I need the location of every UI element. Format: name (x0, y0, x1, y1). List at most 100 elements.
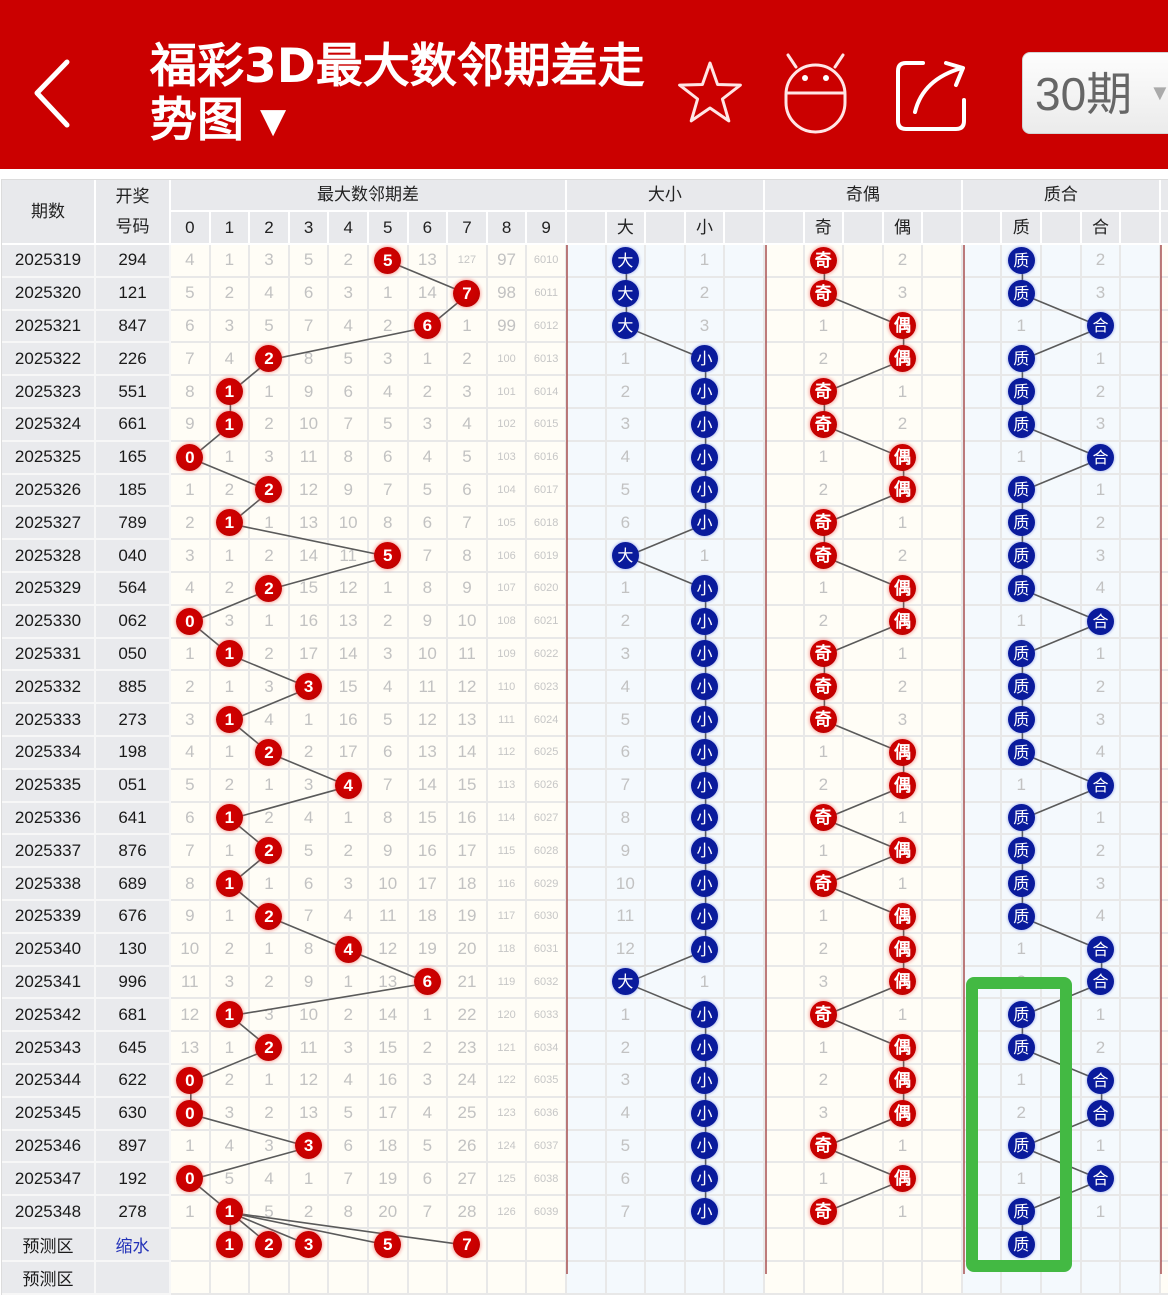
page-title-line-2-row: 势图▼ (150, 94, 645, 148)
prediction-diff-cell[interactable] (408, 1228, 449, 1262)
empty-cell[interactable] (487, 1261, 528, 1295)
prime-cell: 质 (1002, 376, 1043, 409)
prime-cell (1042, 540, 1082, 573)
prediction-diff-cell[interactable]: 1 (210, 1228, 251, 1262)
diff-cell: 1 (289, 1163, 330, 1197)
parity-hit-ball: 偶 (888, 607, 916, 635)
prime-cell (962, 868, 1003, 901)
diff-cell: 6020 (527, 572, 567, 606)
parity-cell: 2 (883, 245, 924, 278)
empty-cell[interactable] (844, 1261, 884, 1295)
miss-count: 101 (497, 385, 516, 398)
prediction-diff-cell[interactable]: 5 (368, 1228, 409, 1262)
diff-cell: 4 (448, 408, 488, 442)
size-cell (725, 1130, 765, 1164)
shrink-link[interactable]: 缩水 (96, 1228, 171, 1262)
diff-cell: 106 (487, 540, 528, 573)
prediction-diff-cell[interactable]: 2 (250, 1228, 290, 1262)
empty-cell[interactable] (883, 1261, 924, 1295)
diff-cell: 6018 (527, 507, 567, 541)
size-cell (646, 1097, 686, 1131)
diff-cell: 6021 (527, 605, 567, 639)
miss-count: 1 (422, 1004, 433, 1024)
share-button[interactable] (890, 55, 970, 137)
prediction-parity-cell[interactable] (764, 1228, 805, 1262)
favorite-button[interactable] (674, 59, 746, 127)
size-cell (566, 540, 607, 573)
parity-cell (844, 966, 884, 1000)
empty-cell[interactable] (368, 1261, 409, 1295)
title-dropdown-arrow-icon[interactable]: ▼ (260, 101, 287, 141)
back-chevron-icon[interactable] (28, 55, 76, 133)
empty-cell[interactable] (804, 1261, 845, 1295)
miss-count: 2 (264, 545, 274, 565)
miss-count: 5 (620, 709, 631, 729)
prediction-parity-cell[interactable] (923, 1228, 963, 1262)
prediction-prime-cell[interactable] (1121, 1228, 1161, 1262)
miss-count: 2 (1095, 676, 1106, 696)
prediction-size-cell[interactable] (725, 1228, 765, 1262)
prediction-size-cell[interactable] (566, 1228, 607, 1262)
prime-hit-ball: 质 (1007, 410, 1035, 438)
diff-cell: 24 (448, 1064, 488, 1098)
page-title[interactable]: 福彩3D最大数邻期差走 势图▼ (150, 40, 645, 148)
prediction-prime-cell[interactable] (1081, 1228, 1122, 1262)
prediction-size-cell[interactable] (606, 1228, 647, 1262)
empty-cell[interactable] (171, 1261, 211, 1295)
diff-cell: 12 (329, 572, 369, 606)
issue-cell: 2025335 (2, 769, 96, 803)
empty-cell[interactable] (725, 1261, 765, 1295)
empty-cell[interactable] (210, 1261, 251, 1295)
miss-count: 2 (818, 1070, 829, 1090)
empty-cell[interactable] (329, 1261, 369, 1295)
miss-count: 1 (224, 906, 235, 926)
prediction-diff-cell[interactable] (171, 1228, 211, 1262)
draw-number-cell: 273 (96, 704, 171, 737)
prediction-diff-cell[interactable] (329, 1228, 369, 1262)
prediction-parity-cell[interactable] (804, 1228, 845, 1262)
parity-cell (844, 540, 884, 573)
prime-cell (1042, 474, 1082, 508)
prediction-parity-cell[interactable] (883, 1228, 924, 1262)
diff-cell: 0 (171, 1064, 211, 1098)
diff-cell: 4 (368, 376, 409, 409)
diff-cell: 1 (408, 343, 449, 377)
empty-cell[interactable] (1081, 1261, 1122, 1295)
parity-cell (764, 671, 805, 705)
empty-cell[interactable] (289, 1261, 330, 1295)
miss-count: 1 (1016, 939, 1026, 959)
diff-cell: 121 (487, 1032, 528, 1065)
assistant-button[interactable] (780, 50, 852, 138)
parity-cell: 奇 (804, 376, 845, 409)
empty-cell[interactable] (448, 1261, 488, 1295)
empty-cell[interactable] (1121, 1261, 1161, 1295)
prediction-size-cell[interactable] (685, 1228, 726, 1262)
prediction-label: 预测区 (2, 1228, 96, 1262)
parity-cell (844, 376, 884, 409)
miss-count: 1 (897, 873, 908, 893)
parity-cell (764, 474, 805, 508)
parity-cell (764, 1032, 805, 1065)
empty-cell[interactable] (527, 1261, 567, 1295)
prediction-diff-cell[interactable] (527, 1228, 567, 1262)
miss-count: 4 (383, 676, 393, 696)
empty-cell[interactable] (250, 1261, 290, 1295)
diff-cell: 1 (210, 540, 251, 573)
prediction-diff-cell[interactable]: 7 (448, 1228, 488, 1262)
issue-cell: 2025333 (2, 704, 96, 737)
empty-cell[interactable] (606, 1261, 647, 1295)
prediction-size-cell[interactable] (646, 1228, 686, 1262)
subcolumn-header (764, 212, 805, 245)
empty-cell[interactable] (566, 1261, 607, 1295)
empty-cell[interactable] (646, 1261, 686, 1295)
miss-count: 6 (185, 807, 195, 827)
empty-cell[interactable] (685, 1261, 726, 1295)
period-select[interactable]: 30期 ▼ (1022, 52, 1168, 134)
empty-cell[interactable] (923, 1261, 963, 1295)
prediction-parity-cell[interactable] (844, 1228, 884, 1262)
empty-cell[interactable] (764, 1261, 805, 1295)
prediction-diff-cell[interactable]: 3 (289, 1228, 330, 1262)
diff-cell: 13 (408, 245, 449, 278)
empty-cell[interactable] (408, 1261, 449, 1295)
prediction-diff-cell[interactable] (487, 1228, 528, 1262)
